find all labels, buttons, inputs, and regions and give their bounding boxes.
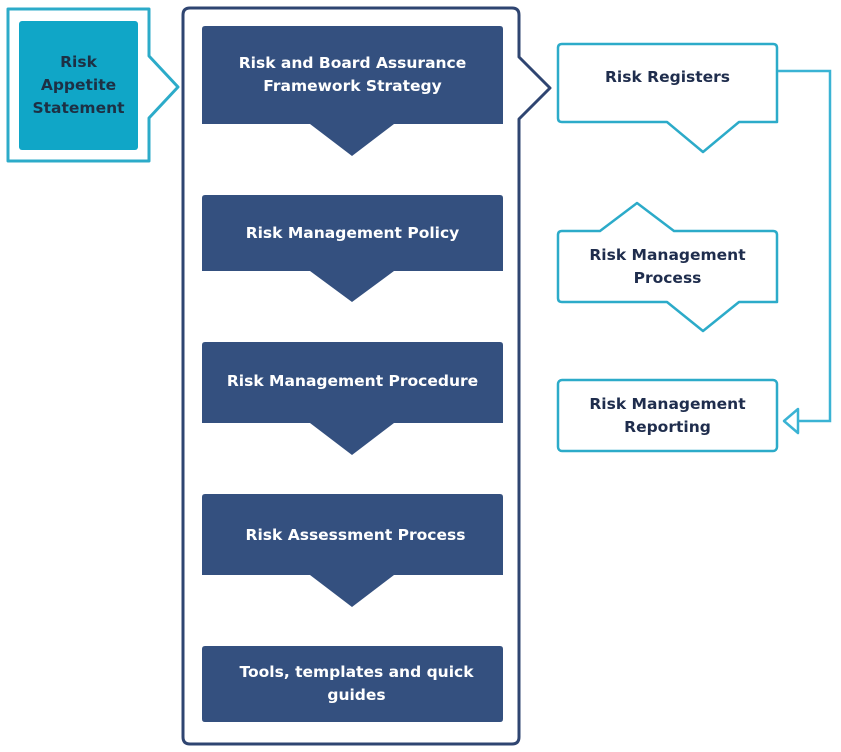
strategy-step-label: Risk and Board Assurance Framework Strat… — [238, 54, 467, 95]
policy-step-label: Risk Management Policy — [245, 223, 460, 242]
process-callout-shape — [556, 201, 779, 333]
policy-step-shape — [202, 195, 503, 302]
procedure-step-shape — [202, 342, 503, 455]
procedure-step-label: Risk Management Procedure — [226, 371, 479, 390]
reporting-box-shape — [556, 378, 779, 453]
tools-step-shape — [202, 646, 503, 722]
strategy-step-shape — [202, 26, 503, 156]
assessment-step-label: Risk Assessment Process — [245, 526, 466, 544]
registers-callout-shape — [556, 42, 779, 154]
risk-management-process-label: Risk Management Process — [589, 245, 746, 287]
risk-management-reporting-label: Risk Management Reporting — [589, 394, 746, 436]
reporting-arrowhead-icon — [782, 407, 800, 435]
appetite-box — [19, 21, 138, 150]
assessment-step-shape — [202, 494, 503, 607]
risk-appetite-statement-label: Risk Appetite Statement — [32, 53, 125, 117]
risk-registers-label: Risk Registers — [604, 67, 731, 86]
tools-step-label: Tools, templates and quick guides — [239, 663, 474, 704]
registers-to-reporting-connector — [778, 69, 832, 423]
